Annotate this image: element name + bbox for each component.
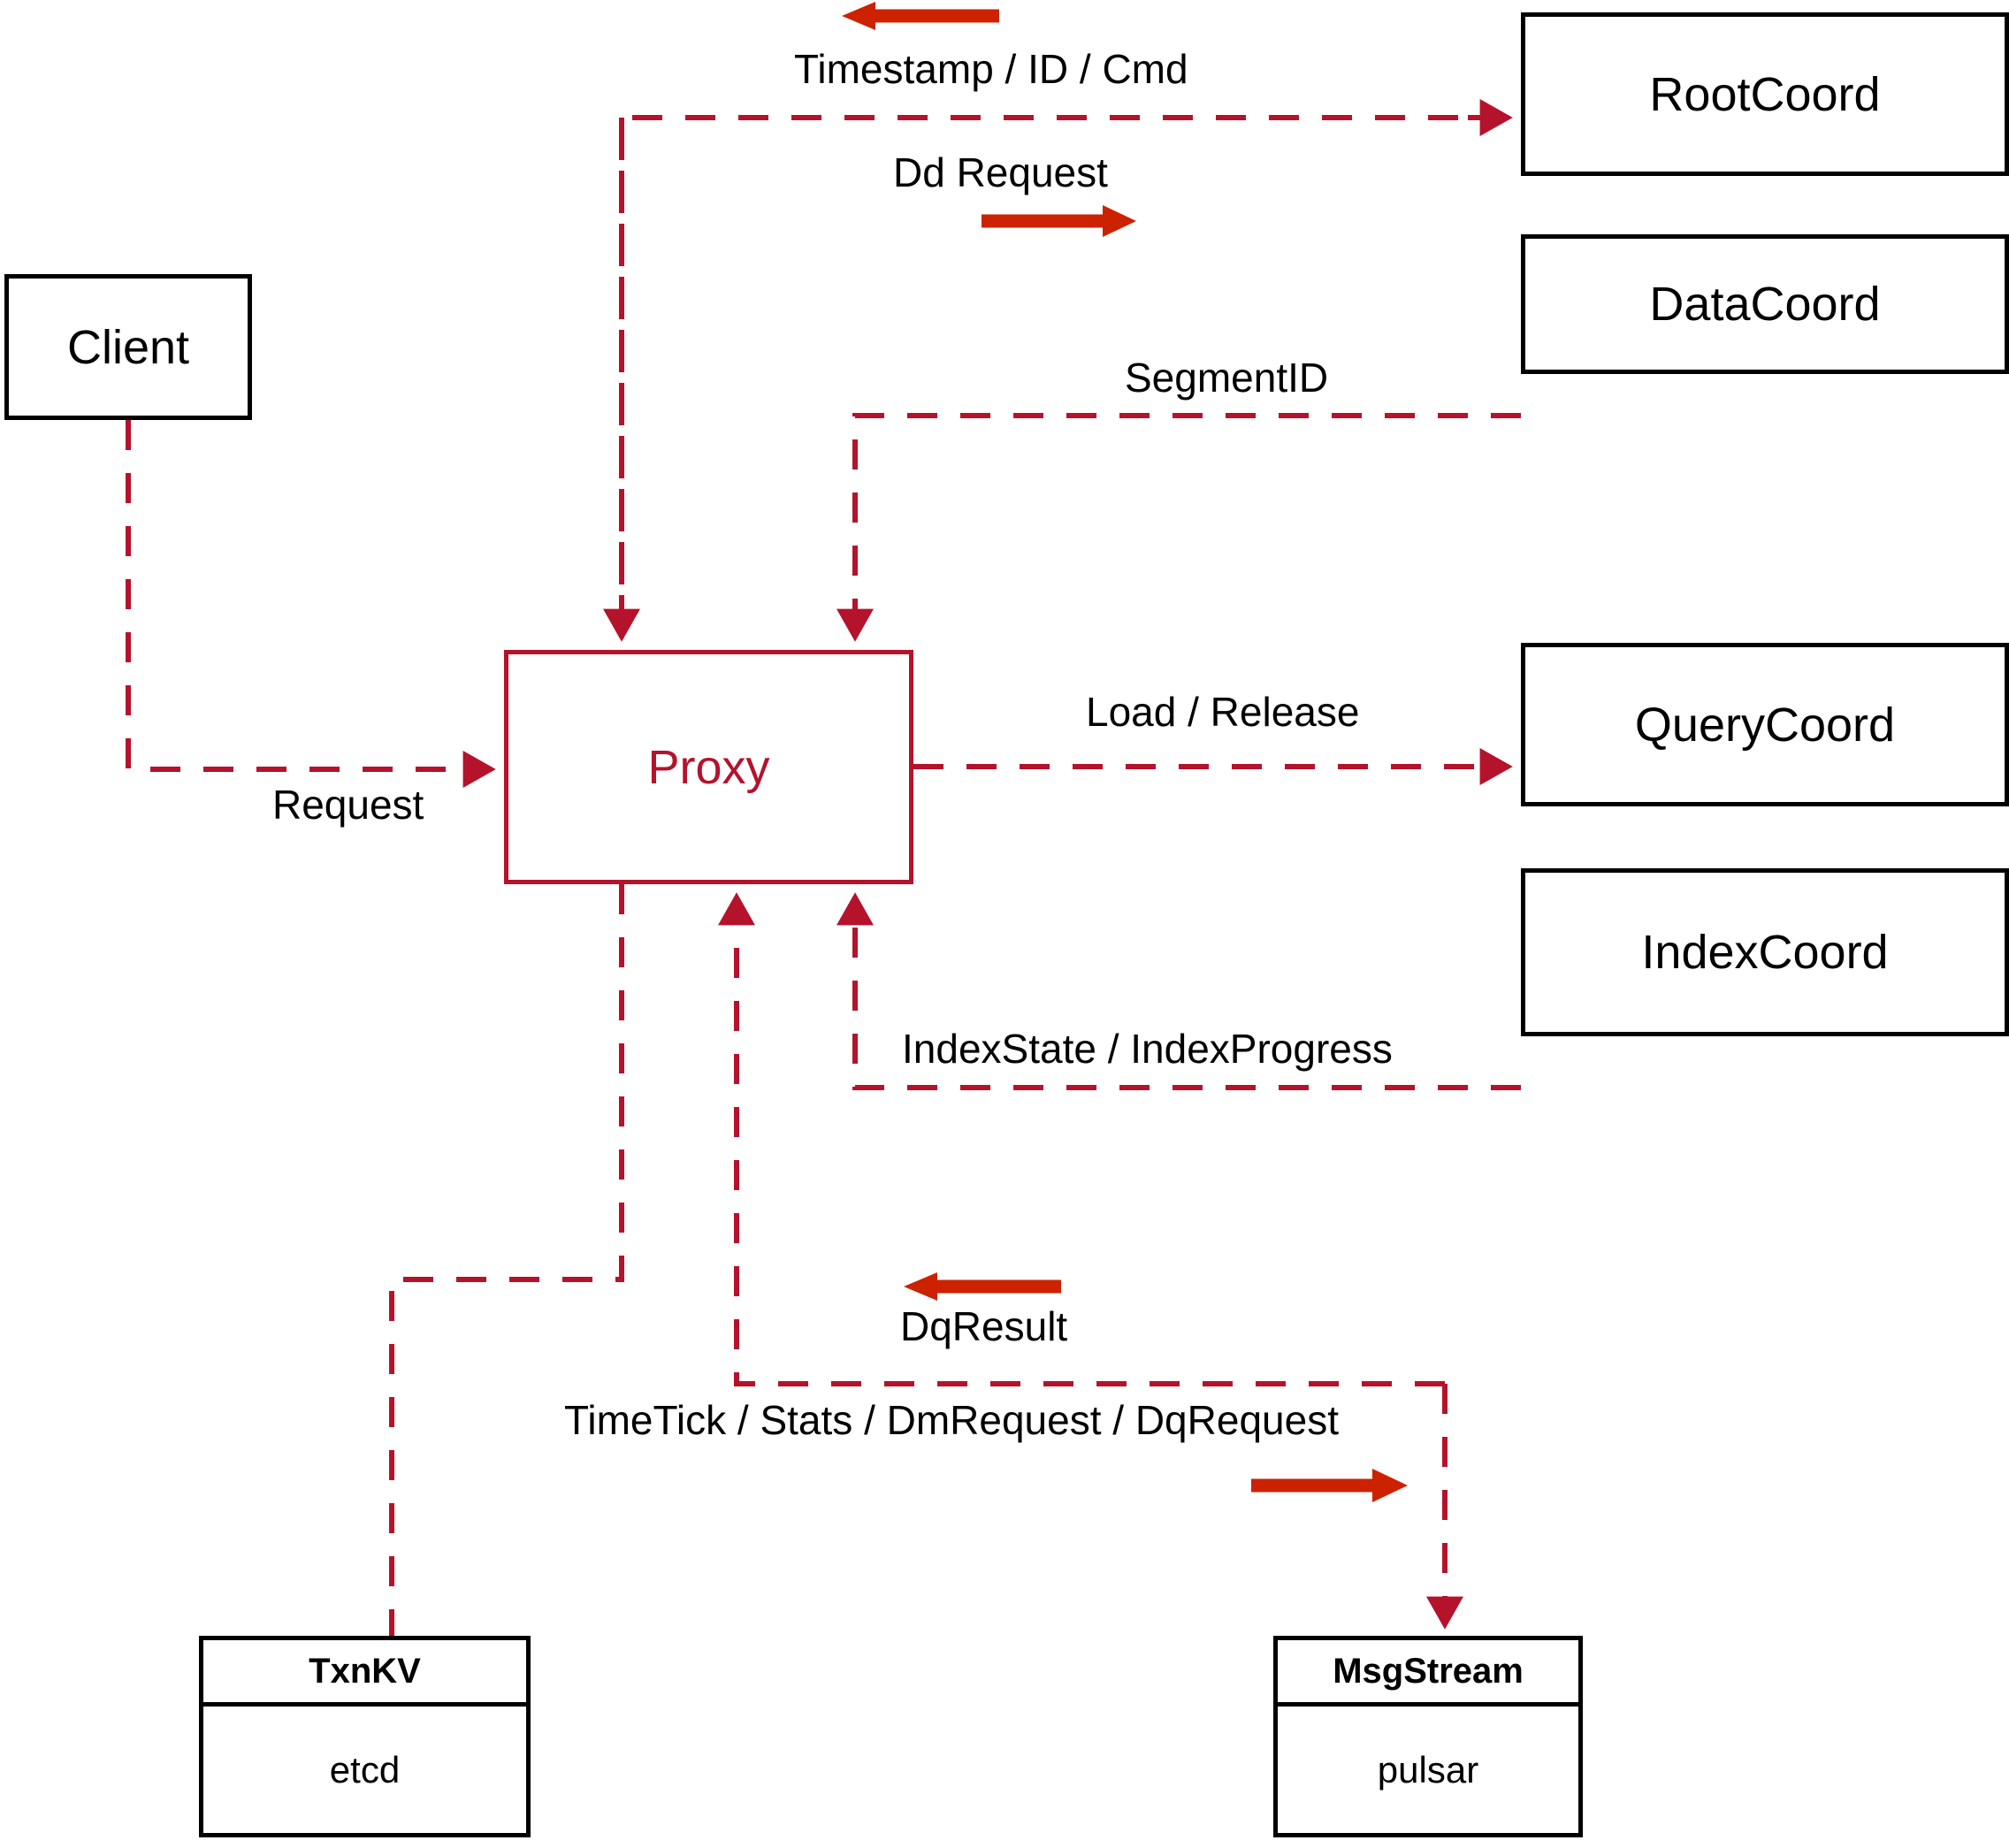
node-client-label: Client <box>66 320 190 374</box>
edge-datacoord-to-proxy <box>836 413 1521 642</box>
direction-marker-timetick-right <box>1251 1469 1408 1502</box>
direction-marker-dqresult-left <box>904 1272 1061 1301</box>
node-querycoord-label: QueryCoord <box>1634 698 1896 752</box>
node-txnkv-body: etcd <box>203 1707 526 1833</box>
node-indexcoord[interactable]: IndexCoord <box>1521 868 2009 1036</box>
node-msgstream-impl: pulsar <box>1377 1748 1479 1791</box>
edge-label-request: Request <box>272 782 424 828</box>
edge-indexcoord-to-proxy <box>836 892 1521 1090</box>
edge-msgstream-to-proxy <box>718 892 1445 1386</box>
node-proxy[interactable]: Proxy <box>504 650 913 884</box>
edge-label-index-state-progress: IndexState / IndexProgress <box>902 1026 1393 1072</box>
edge-label-segment-id: SegmentID <box>1125 355 1329 401</box>
direction-marker-timestamp-left <box>842 2 999 30</box>
edge-label-dd-request: Dd Request <box>893 149 1108 195</box>
edge-label-load-release: Load / Release <box>1086 689 1360 735</box>
edge-label-dq-result: DqResult <box>900 1303 1068 1349</box>
node-txnkv-impl: etcd <box>329 1748 401 1791</box>
edge-label-timestamp-id-cmd: Timestamp / ID / Cmd <box>794 46 1188 92</box>
node-rootcoord-label: RootCoord <box>1649 67 1881 121</box>
node-rootcoord[interactable]: RootCoord <box>1521 12 2009 176</box>
node-datacoord[interactable]: DataCoord <box>1521 234 2009 374</box>
edge-proxy-to-rootcoord <box>603 99 1513 642</box>
node-txnkv-title: TxnKV <box>309 1651 421 1691</box>
node-msgstream-title: MsgStream <box>1333 1651 1524 1691</box>
direction-marker-dd-request-right <box>982 205 1136 237</box>
node-txnkv-header: TxnKV <box>203 1640 526 1707</box>
node-querycoord[interactable]: QueryCoord <box>1521 643 2009 806</box>
node-msgstream-header: MsgStream <box>1278 1640 1578 1707</box>
edge-proxy-to-txnkv <box>389 884 624 1636</box>
edge-label-timetick-stats: TimeTick / Stats / DmRequest / DqRequest <box>564 1397 1339 1443</box>
edge-client-to-proxy <box>126 420 496 788</box>
node-datacoord-label: DataCoord <box>1649 278 1881 331</box>
node-client[interactable]: Client <box>4 274 252 420</box>
node-msgstream-body: pulsar <box>1278 1707 1578 1833</box>
node-msgstream[interactable]: MsgStream pulsar <box>1273 1636 1583 1837</box>
node-txnkv[interactable]: TxnKV etcd <box>199 1636 531 1837</box>
node-indexcoord-label: IndexCoord <box>1641 926 1889 979</box>
node-proxy-label: Proxy <box>647 740 770 794</box>
